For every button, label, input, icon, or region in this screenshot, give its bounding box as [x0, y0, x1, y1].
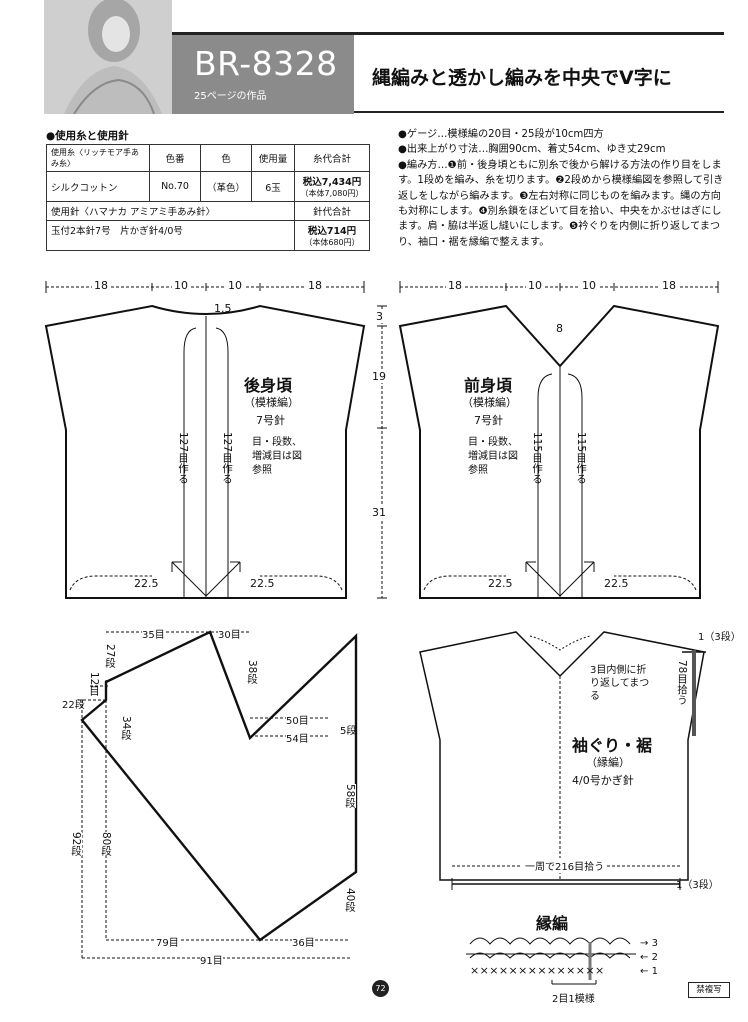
front-cast-right: 115目作る — [575, 432, 587, 484]
chart-r27: 27段 — [104, 644, 116, 668]
needle-price: 税込714円 （本体680円） — [294, 220, 370, 251]
back-bottom-left: 22.5 — [134, 577, 159, 590]
header-rule-top — [172, 32, 724, 35]
front-cast-left: 115目作る — [531, 432, 543, 484]
chart-b36: 36目 — [292, 934, 315, 949]
front-dim-4: 18 — [660, 279, 678, 292]
dim-shoulder-drop: 3 — [376, 310, 383, 323]
edging-title: 袖ぐり・裾 — [572, 736, 653, 755]
edging-pattern: （縁編） — [586, 756, 630, 769]
back-pattern: （模様編） — [244, 396, 299, 409]
yarn-name: シルクコットン — [46, 171, 150, 202]
chart-b79: 79目 — [156, 934, 179, 949]
col-yarn: 使用糸〈リッチモア手あみ糸〉 — [46, 144, 150, 172]
yarn-price-base: （本体7,080円） — [300, 189, 364, 198]
method-note: ●編み方…❶前・後身頃ともに別糸で後から解ける方法の作り目をします。1段めを編み… — [398, 159, 724, 248]
header-rule-bottom — [354, 111, 724, 113]
page-title: 縄編みと透かし編みを中央でV字に — [372, 67, 672, 89]
stitch-row-2-num: 2 — [651, 952, 658, 963]
back-dim-2: 10 — [172, 279, 190, 292]
back-cast-left: 127目作る — [177, 432, 189, 484]
code-panel — [172, 35, 354, 114]
front-title: 前身頃 — [464, 376, 513, 395]
chart-r58: 58段 — [344, 784, 356, 808]
front-dim-3: 10 — [580, 279, 598, 292]
back-needle: 7号針 — [256, 414, 285, 427]
stitch-row-3: → 3 — [640, 938, 658, 949]
hem-pick-up: 一周で216目拾う — [522, 858, 608, 873]
front-pattern: （模様編） — [462, 396, 517, 409]
chart-r92: 92段 — [70, 832, 82, 856]
sleeve-rows: 1（3段） — [698, 632, 741, 643]
gauge-note: ●ゲージ…模様編の20目・25段が10cm四方 — [398, 129, 604, 140]
back-neck-depth: 1.5 — [214, 302, 232, 315]
chart-r38: 38段 — [246, 660, 258, 684]
chart-top-a: 35目 — [142, 626, 165, 641]
yarn-price-tax: 税込7,434円 — [302, 177, 362, 188]
chart-top-b: 30目 — [218, 626, 241, 641]
stitch-chart-title: 縁編 — [536, 914, 569, 933]
front-reference: 目・段数、増減目は図参照 — [468, 437, 518, 476]
sleeve-pick-up: 78目拾う — [676, 660, 688, 705]
stitch-row-1: ← 1 — [640, 966, 658, 977]
back-dim-1: 18 — [92, 279, 110, 292]
front-bottom-left: 22.5 — [488, 577, 513, 590]
dim-armhole: 19 — [372, 370, 386, 383]
yarn-color: （革色） — [200, 171, 252, 202]
dim-side: 31 — [372, 506, 386, 519]
chart-r40: 40段 — [344, 888, 356, 912]
stitch-row-2: ← 2 — [640, 952, 658, 963]
chart-r22: 22段 — [62, 700, 85, 711]
needle-name: 玉付2本針7号 片かぎ針4/0号 — [46, 220, 295, 251]
yarn-amount: 6玉 — [251, 171, 295, 202]
page-reference: 25ページの作品 — [194, 91, 267, 102]
materials-table: 使用糸〈リッチモア手あみ糸〉 色番 色 使用量 糸代合計 シルクコットン No.… — [46, 144, 370, 251]
back-title: 後身頃 — [244, 376, 293, 395]
chart-r34: 34段 — [120, 716, 132, 740]
fold-note: 3目内側に折り返してまつる — [590, 665, 650, 702]
svg-text:××××××××××××××: ×××××××××××××× — [470, 964, 605, 977]
copy-prohibited-stamp: 禁複写 — [688, 982, 730, 998]
hem-rows: 1（3段） — [676, 880, 719, 891]
front-dim-1: 18 — [446, 279, 464, 292]
pattern-code: BR-8328 — [194, 44, 338, 83]
chart-c50: 50目 — [286, 712, 309, 727]
chart-r12: 12目 — [88, 672, 100, 696]
front-bottom-right: 22.5 — [604, 577, 629, 590]
front-dim-2: 10 — [526, 279, 544, 292]
model-photo — [44, 0, 172, 114]
needle-price-base: （本体680円） — [304, 238, 360, 247]
chart-c54: 54目 — [286, 730, 309, 745]
stitch-row-3-num: 3 — [651, 938, 658, 949]
chart-b91: 91目 — [200, 952, 223, 967]
col-amount: 使用量 — [251, 144, 295, 172]
front-neck-depth: 8 — [556, 322, 563, 335]
front-needle: 7号針 — [474, 414, 503, 427]
materials-heading: ●使用糸と使用針 — [46, 130, 129, 142]
back-dim-4: 18 — [306, 279, 324, 292]
back-reference: 目・段数、増減目は図参照 — [252, 437, 302, 476]
stitch-row-1-num: 1 — [651, 966, 658, 977]
size-note: ●出来上がり寸法…胸囲90cm、着丈54cm、ゆき丈29cm — [398, 144, 666, 156]
back-bottom-right: 22.5 — [250, 577, 275, 590]
chart-r5: 5段 — [340, 726, 357, 737]
edging-needle: 4/0号かぎ針 — [572, 774, 634, 787]
instructions: ●ゲージ…模様編の20目・25段が10cm四方 ●出来上がり寸法…胸囲90cm、… — [398, 127, 724, 250]
yarn-price: 税込7,434円 （本体7,080円） — [294, 171, 370, 202]
back-cast-right: 127目作る — [221, 432, 233, 484]
back-dim-3: 10 — [226, 279, 244, 292]
needle-price-tax: 税込714円 — [307, 226, 357, 237]
stitch-repeat: 2目1模様 — [552, 994, 595, 1005]
page-number: 72 — [372, 980, 389, 997]
chart-r80: 80段 — [100, 832, 112, 856]
